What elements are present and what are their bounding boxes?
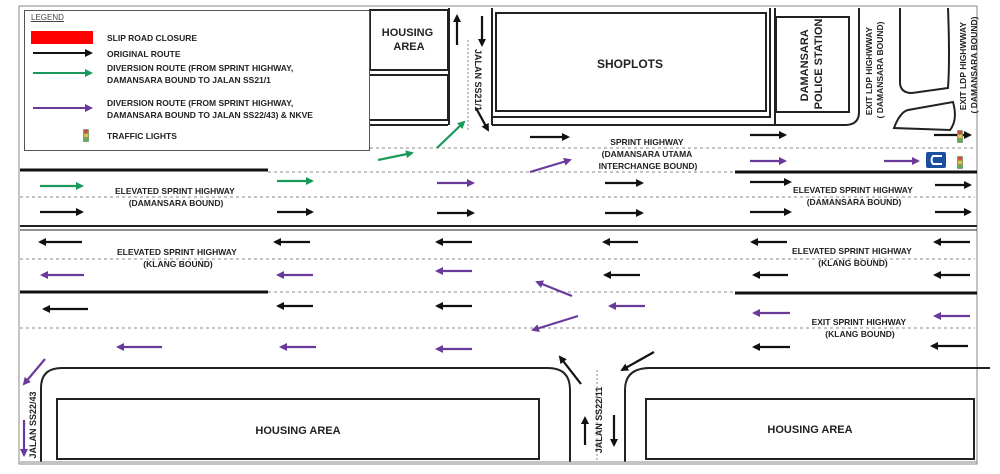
housing-area-bottom-left-label: HOUSING AREA bbox=[255, 425, 340, 437]
top-blocks bbox=[368, 7, 956, 132]
traffic-light-2 bbox=[957, 156, 963, 169]
jalan-ss21-1-label: JALAN SS21/1 bbox=[473, 49, 483, 111]
housing-area-bottom-left-block bbox=[56, 398, 540, 460]
exit-sprint-klang-label: EXIT SPRINT HIGHWAY (KLANG BOUND) bbox=[812, 317, 909, 339]
exit-ldp-label-1: EXIT LDP HIGHWWAY ( DAMANSARA BOUND) bbox=[864, 21, 885, 118]
black-arrow-icon bbox=[33, 49, 93, 57]
jalan-ss22-43-label: JALAN SS22/43 bbox=[28, 391, 38, 458]
purple-route-arrow bbox=[22, 358, 46, 386]
elevated-damansara-left-label: ELEVATED SPRINT HIGHWAY (DAMANSARA BOUND… bbox=[115, 186, 237, 208]
original-route-arrow bbox=[558, 355, 582, 385]
elevated-klang-left-label: ELEVATED SPRINT HIGHWAY (KLANG BOUND) bbox=[117, 247, 239, 269]
purple-route-arrow bbox=[531, 314, 579, 333]
housing-area-bottom-right-label: HOUSING AREA bbox=[767, 424, 852, 436]
exit-ldp-label-2: EXIT LDP HIGHWWAY ( DAMANSARA BOUND) bbox=[958, 16, 979, 113]
shoplots-block bbox=[495, 12, 767, 112]
purple-route-arrow bbox=[529, 157, 572, 174]
legend-title: LEGEND bbox=[31, 13, 64, 22]
shoplots-label: SHOPLOTS bbox=[597, 57, 663, 71]
police-station-block bbox=[775, 16, 850, 113]
elevated-klang-right-label: ELEVATED SPRINT HIGHWAY (KLANG BOUND) bbox=[792, 246, 914, 268]
jalan-ss22-11-label: JALAN SS22/11 bbox=[594, 387, 604, 454]
original-route-arrow bbox=[475, 107, 489, 132]
route-arrows bbox=[20, 14, 972, 457]
green-route-arrow bbox=[436, 120, 466, 149]
green-arrow-icon bbox=[33, 69, 93, 77]
svg-text:EXIT LDP HIGHWWAY ( DAMA: EXIT LDP HIGHWWAY ( DAMANSARA BOUND) bbox=[958, 16, 979, 113]
lane-markings bbox=[20, 40, 977, 462]
svg-text:EXIT LDP HIGHWWAY ( DAMA: EXIT LDP HIGHWWAY ( DAMANSARA BOUND) bbox=[864, 21, 885, 118]
housing-area-bottom-right-block bbox=[645, 398, 975, 460]
traffic-light-icon bbox=[83, 129, 89, 142]
traffic-light-1 bbox=[957, 130, 963, 143]
green-route-arrow bbox=[377, 150, 414, 162]
map-frame bbox=[18, 5, 978, 465]
svg-text:DAMANSARA POLICE STATION: DAMANSARA POLICE STATION bbox=[799, 19, 825, 110]
legend-box: LEGEND SLIP ROAD CLOSURE ORIGINAL ROUTE … bbox=[24, 10, 370, 151]
u-turn-icon bbox=[930, 155, 942, 165]
police-station-label: DAMANSARA POLICE STATION bbox=[799, 19, 825, 110]
u-turn-sign bbox=[926, 152, 946, 168]
sprint-highway-du-label: SPRINT HIGHWAY (DAMANSARA UTAMA INTERCHA… bbox=[599, 137, 698, 171]
housing-area-top-label: HOUSING AREA bbox=[382, 27, 436, 53]
original-route-arrow bbox=[620, 351, 655, 371]
purple-arrow-icon bbox=[33, 104, 93, 112]
housing-area-top-block bbox=[369, 9, 449, 71]
elevated-damansara-right-label: ELEVATED SPRINT HIGHWAY (DAMANSARA BOUND… bbox=[793, 185, 915, 207]
purple-route-arrow bbox=[535, 280, 573, 298]
bottom-blocks bbox=[20, 367, 990, 463]
red-swatch-icon bbox=[31, 31, 93, 44]
